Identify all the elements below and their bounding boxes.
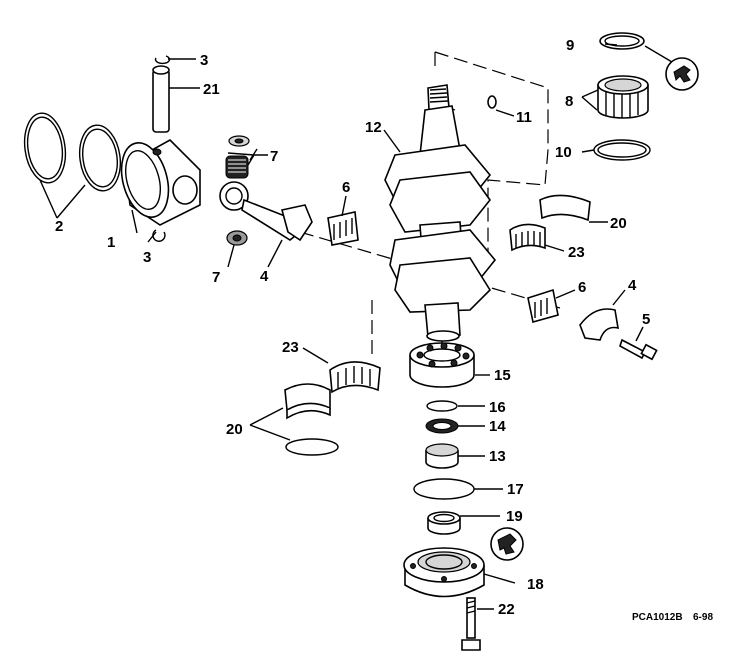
callout-15: 15	[494, 367, 511, 384]
callout-7-bottom: 7	[212, 269, 220, 286]
callout-20-right: 20	[610, 215, 627, 232]
bearing-cage-right-23	[509, 223, 546, 252]
small-end-bearing-bottom	[226, 230, 248, 246]
o-ring-17	[413, 478, 475, 500]
piston-rings	[23, 112, 122, 192]
callout-8: 8	[565, 93, 573, 110]
retaining-clip-bottom	[152, 229, 166, 242]
rod-bearing-cage-right	[527, 288, 559, 324]
callout-12: 12	[365, 119, 382, 136]
callout-9: 9	[566, 37, 574, 54]
callout-17: 17	[507, 481, 524, 498]
retaining-clip-top	[154, 55, 171, 65]
callout-5: 5	[642, 311, 650, 328]
figure-date: 6-98	[693, 612, 713, 623]
piston	[120, 139, 201, 226]
rod-cap	[579, 308, 619, 341]
seal-14	[425, 418, 459, 434]
callout-4-rod: 4	[260, 268, 269, 285]
callout-13: 13	[489, 448, 506, 465]
callout-2: 2	[55, 218, 63, 235]
callout-20-left: 20	[226, 421, 243, 438]
seal-19	[427, 511, 461, 535]
wrist-pin	[152, 65, 170, 133]
connecting-rod	[219, 181, 313, 242]
callout-6-left: 6	[342, 179, 350, 196]
callout-1: 1	[107, 234, 115, 251]
callout-4-cap: 4	[628, 277, 637, 294]
retaining-ring-16	[426, 400, 458, 412]
leader-lines	[39, 43, 673, 610]
callout-3-bottom: 3	[143, 249, 151, 266]
callout-22: 22	[498, 601, 515, 618]
callout-3-top: 3	[200, 52, 208, 69]
callout-6-right: 6	[578, 279, 586, 296]
callout-10: 10	[555, 144, 572, 161]
bearing-cage-left-23	[329, 361, 381, 394]
retaining-ring-left	[285, 438, 339, 456]
main-bearing-assembly	[593, 32, 699, 161]
housing-screw	[461, 597, 481, 651]
rod-cap-screw	[619, 338, 658, 361]
callout-23-right: 23	[568, 244, 585, 261]
small-end-bearing-top	[225, 135, 250, 179]
callout-11: 11	[516, 109, 532, 126]
callout-21: 21	[203, 81, 220, 98]
callout-16: 16	[489, 399, 506, 416]
callout-23-left: 23	[282, 339, 299, 356]
callout-14: 14	[489, 418, 506, 435]
sleeve-13	[425, 443, 459, 469]
bearing-half-left-20	[284, 383, 331, 420]
rod-bearing-cage-left	[327, 211, 359, 246]
callout-19: 19	[506, 508, 523, 525]
callout-labels: 1 2 3 3 4 4 5 6 6 7 7 8 9 10 11 12 13 14…	[55, 37, 650, 618]
callout-7-top: 7	[270, 148, 278, 165]
bearing-half-right-20	[539, 194, 591, 222]
ball-bearing	[409, 342, 475, 388]
crankshaft	[384, 84, 497, 342]
lower-bearing-housing	[403, 547, 485, 598]
lower-detail-circle	[490, 527, 524, 561]
figure-code: PCA1012B	[632, 612, 683, 623]
callout-18: 18	[527, 576, 544, 593]
